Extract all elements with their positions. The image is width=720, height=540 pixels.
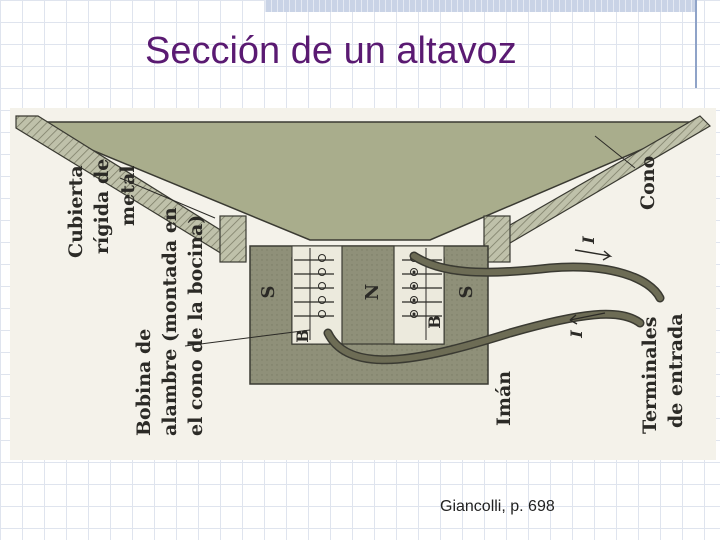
cubierta-label-line1: Cubierta (65, 165, 87, 258)
input-wire-lower-core (325, 311, 643, 363)
terminales-label-line1: Terminales (639, 316, 661, 434)
pole-s-right-label: S (456, 286, 477, 299)
iman-label-group: Imán (493, 371, 515, 426)
bobina-label-group: Bobina de alambre (montada en el cono de… (133, 207, 207, 436)
current-upper-label: I (579, 236, 598, 245)
air-gap-left (291, 245, 343, 345)
cono-label: Cono (637, 156, 659, 210)
slide-title: Sección de un altavoz (145, 30, 517, 72)
pole-n-label: N (362, 284, 383, 300)
iman-label: Imán (493, 371, 515, 426)
bobina-label-line3: el cono de la bocina) (185, 215, 207, 436)
cubierta-label-line2: rígida de (91, 159, 113, 254)
cubierta-label-line3: metal (117, 166, 139, 227)
field-b-right-label: B (425, 315, 444, 329)
bobina-label-line2: alambre (montada en (159, 207, 181, 436)
current-lower-label: I (567, 330, 586, 339)
current-arrow-upper (574, 249, 613, 261)
housing-flange-left (219, 215, 247, 263)
header-rule (695, 0, 697, 88)
speaker-diagram: S N S B B I I Cubierta rígida de metal B… (10, 108, 716, 460)
leader-cono (594, 135, 636, 169)
center-pole (341, 245, 395, 345)
header-band (265, 0, 695, 12)
speaker-diagram-svg: S N S B B I I Cubierta rígida de metal B… (15, 115, 711, 436)
terminales-label-line2: de entrada (665, 313, 687, 428)
field-b-left-label: B (293, 329, 312, 343)
coil-left (309, 248, 326, 340)
cono-label-group: Cono (637, 156, 659, 210)
terminales-label-group: Terminales de entrada (639, 313, 687, 434)
field-arrows-left (294, 259, 334, 317)
bobina-label-line1: Bobina de (133, 329, 155, 436)
leader-cubierta (119, 177, 216, 219)
cubierta-label-group: Cubierta rígida de metal (65, 159, 139, 258)
pole-s-left-label: S (258, 286, 279, 299)
source-caption: Giancolli, p. 698 (440, 498, 555, 515)
leader-bobina (184, 329, 311, 347)
current-arrow-lower (569, 312, 606, 325)
input-wire-upper-core (411, 253, 663, 301)
speaker-cone (23, 121, 707, 241)
